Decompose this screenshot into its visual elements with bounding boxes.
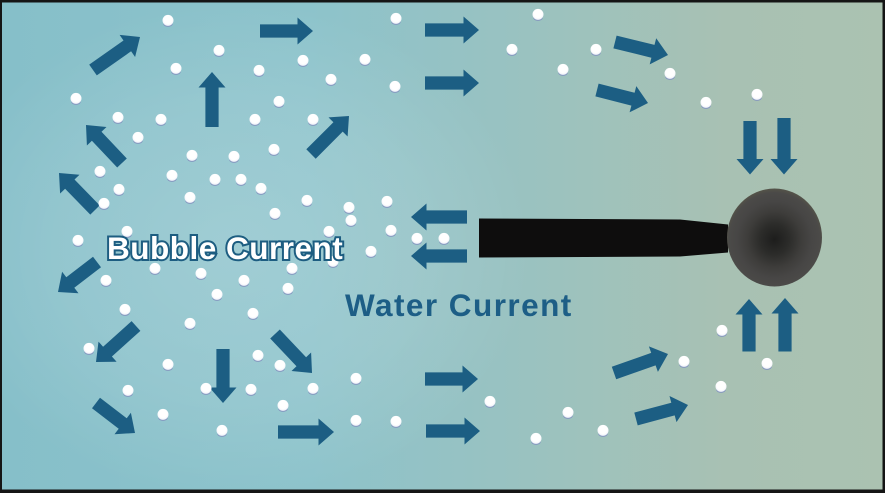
svg-text:Water Current: Water Current: [345, 287, 573, 323]
svg-text:Bubble Current: Bubble Current: [107, 230, 343, 266]
